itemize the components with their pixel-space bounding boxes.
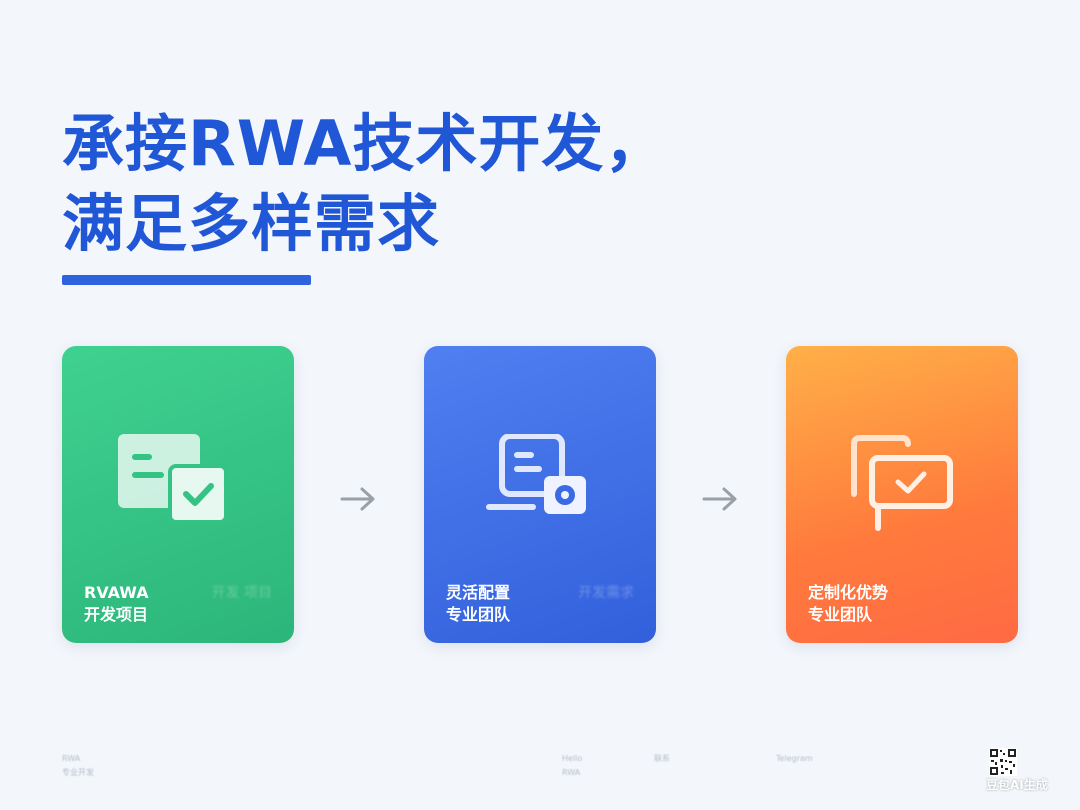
monitor-camera-icon [486,434,586,514]
card-flexible-config[interactable]: 灵活配置 专业团队 开发需求 [424,346,656,643]
footer-brand: RWA 专业开发 [62,754,94,777]
title-line-1: 承接RWA技术开发， [62,107,668,180]
card-rwa-projects[interactable]: RVAWA 开发项目 开发 项目 [62,346,294,643]
card-customization[interactable]: 定制化优势 专业团队 [786,346,1018,643]
qr-code-icon [989,748,1017,776]
footer-col-4: Telegram [776,754,813,763]
arrow-right-icon [340,487,375,511]
title-line-2: 满足多样需求 [62,187,441,260]
card-label: RVAWA 开发项目 [84,583,149,624]
card-label: 灵活配置 专业团队 [446,583,511,624]
arrow-right-icon [702,487,737,511]
card-ghost-text: 开发 项目 [211,585,272,601]
chat-check-icon [851,435,953,531]
footer-col-2: Hello RWA [562,754,583,777]
document-check-icon [118,434,228,524]
card-ghost-text: 开发需求 [578,585,634,601]
watermark: 豆包AI生成 [986,778,1048,792]
title-underline [62,275,311,285]
page-title: 承接RWA技术开发， 满足多样需求 [62,104,667,264]
footer-col-3: 联系 [654,754,670,763]
card-label: 定制化优势 专业团队 [808,583,889,624]
